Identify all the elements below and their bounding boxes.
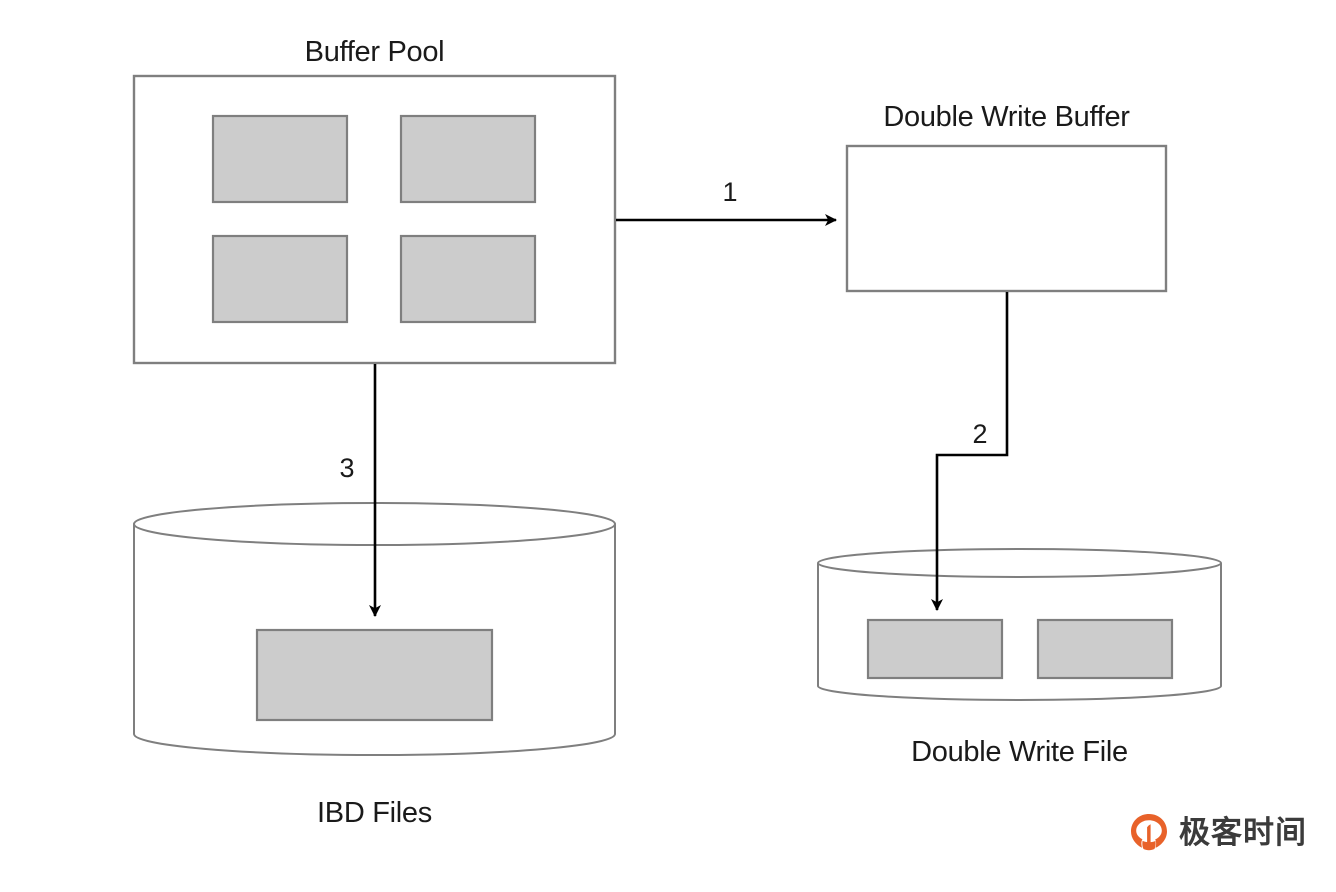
dwf-page-1[interactable]: [866, 618, 1004, 680]
ibd-page-1[interactable]: [255, 628, 494, 722]
buffer-pool-box[interactable]: [132, 74, 617, 365]
double-write-file-label: Double Write File: [911, 736, 1128, 768]
node-buffer-pool[interactable]: [132, 74, 617, 365]
ibd-files-label: IBD Files: [317, 797, 432, 829]
buffer-pool-page-4[interactable]: [399, 234, 537, 324]
buffer-pool-page-3[interactable]: [211, 234, 349, 324]
edge-2-label: 2: [972, 419, 988, 449]
buffer-pool-page-1[interactable]: [211, 114, 349, 204]
dwf-cylinder-top: [817, 548, 1222, 578]
double-write-buffer-box[interactable]: [845, 144, 1168, 293]
edge-3-label: 3: [339, 453, 355, 483]
watermark-text: 极客时间: [1179, 814, 1307, 851]
buffer-pool-page-2[interactable]: [399, 114, 537, 204]
dwf-page-2[interactable]: [1036, 618, 1174, 680]
geektime-logo-icon: [1128, 812, 1170, 854]
edge-1-label: 1: [722, 177, 738, 207]
watermark-logo: 极客时间: [1128, 812, 1307, 854]
buffer-pool-label: Buffer Pool: [304, 36, 445, 68]
edge-2-arrow: [931, 292, 1009, 611]
node-double-write-file[interactable]: [817, 548, 1222, 701]
double-write-buffer-label: Double Write Buffer: [883, 101, 1130, 133]
node-double-write-buffer[interactable]: [845, 144, 1168, 293]
